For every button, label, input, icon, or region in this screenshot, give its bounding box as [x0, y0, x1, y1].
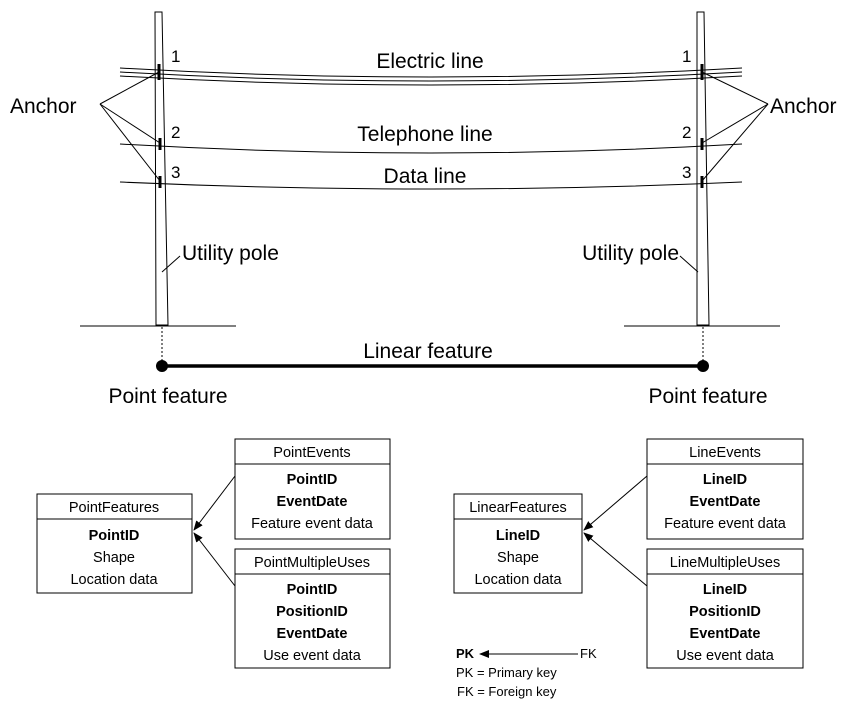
point-feature-dot-right	[697, 360, 709, 372]
anchor-pointers-left	[99, 71, 161, 182]
legend-pk-definition: PK = Primary key	[456, 665, 557, 680]
table-row: EventDate	[690, 494, 761, 510]
left-number-3: 3	[171, 163, 180, 182]
right-number-3: 3	[682, 163, 691, 182]
utility-pole-pointer-right	[679, 255, 699, 273]
legend: PK FK PK = Primary key FK = Foreign key	[456, 646, 597, 699]
table-row: Feature event data	[664, 516, 787, 532]
left-number-2: 2	[171, 123, 180, 142]
table-row: LineID	[496, 528, 540, 544]
table-row: Location data	[474, 572, 562, 588]
table-row: PositionID	[689, 604, 761, 620]
table-row: Use event data	[676, 648, 774, 664]
table-line-multiple-uses: LineMultipleUses LineID PositionID Event…	[646, 548, 804, 669]
utility-pole-label-right: Utility pole	[582, 242, 679, 265]
utility-pole-label-left: Utility pole	[182, 242, 279, 265]
pole-attachments	[157, 64, 704, 188]
linear-feature-label: Linear feature	[363, 340, 493, 363]
table-linear-features: LinearFeatures LineID Shape Location dat…	[453, 493, 583, 594]
table-title: LinearFeatures	[469, 500, 567, 516]
table-row: PositionID	[276, 604, 348, 620]
table-row: Shape	[497, 550, 539, 566]
left-number-1: 1	[171, 47, 180, 66]
point-feature-label-left: Point feature	[108, 385, 227, 408]
table-row: LineID	[703, 472, 747, 488]
table-row: EventDate	[690, 626, 761, 642]
utility-pole-pointer-left	[161, 255, 181, 273]
data-line	[119, 181, 743, 190]
telephone-line-label: Telephone line	[357, 123, 492, 146]
table-row: Use event data	[263, 648, 361, 664]
right-number-2: 2	[682, 123, 691, 142]
table-line-events: LineEvents LineID EventDate Feature even…	[646, 438, 804, 540]
anchor-pointers-right	[701, 71, 769, 182]
telephone-line	[119, 143, 743, 154]
legend-pk: PK	[456, 646, 475, 661]
table-row: EventDate	[277, 494, 348, 510]
legend-fk-definition: FK = Foreign key	[457, 684, 557, 699]
table-row: EventDate	[277, 626, 348, 642]
table-row: Location data	[70, 572, 158, 588]
point-feature-label-right: Point feature	[648, 385, 767, 408]
table-point-multiple-uses: PointMultipleUses PointID PositionID Eve…	[234, 548, 391, 669]
table-point-features: PointFeatures PointID Shape Location dat…	[36, 493, 193, 594]
table-title: PointEvents	[273, 445, 350, 461]
electric-line-label: Electric line	[376, 50, 483, 73]
table-row: PointID	[287, 472, 338, 488]
table-row: Feature event data	[251, 516, 374, 532]
table-point-events: PointEvents PointID EventDate Feature ev…	[234, 438, 391, 540]
electric-line	[119, 67, 743, 86]
legend-fk: FK	[580, 646, 597, 661]
anchor-label-left: Anchor	[10, 95, 77, 118]
left-utility-pole	[154, 11, 169, 326]
anchor-label-right: Anchor	[770, 95, 837, 118]
right-utility-pole	[696, 11, 710, 326]
data-line-label: Data line	[384, 165, 467, 188]
table-title: LineMultipleUses	[670, 555, 780, 571]
point-feature-dot-left	[156, 360, 168, 372]
table-title: LineEvents	[689, 445, 761, 461]
table-row: PointID	[287, 582, 338, 598]
table-title: PointMultipleUses	[254, 555, 370, 571]
right-number-1: 1	[682, 47, 691, 66]
table-row: LineID	[703, 582, 747, 598]
fk-pk-arrows	[193, 475, 648, 587]
table-row: PointID	[89, 528, 140, 544]
table-row: Shape	[93, 550, 135, 566]
table-title: PointFeatures	[69, 500, 159, 516]
